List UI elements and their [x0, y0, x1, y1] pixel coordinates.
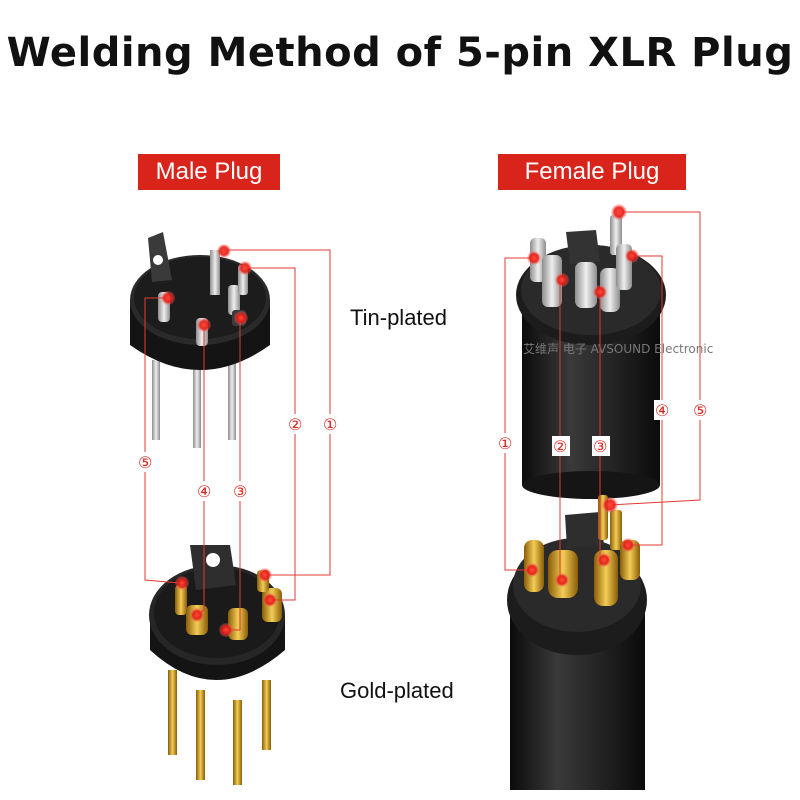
- solder-dot: [219, 623, 233, 637]
- female-tin-pin: [600, 268, 620, 312]
- solder-dot: [593, 285, 607, 299]
- pin-label-1: ①: [498, 434, 512, 453]
- pin-label-3: ③: [593, 437, 607, 456]
- tin-plated-caption: Tin-plated: [350, 305, 448, 330]
- male-tin-leg: [228, 360, 236, 440]
- pin-label-5: ⑤: [693, 401, 707, 420]
- solder-dot: [597, 553, 611, 567]
- pin-number-labels: ① ② ③ ④ ⑤ ① ② ③ ④ ⑤: [137, 400, 710, 501]
- female-tin-pin: [542, 255, 562, 307]
- pin-label-3: ③: [233, 482, 247, 501]
- solder-dot: [217, 244, 231, 258]
- solder-dot: [602, 497, 618, 513]
- solder-dot: [555, 573, 569, 587]
- male-gold-leg: [196, 690, 205, 780]
- solder-points: [161, 204, 639, 637]
- male-gold-pin: [175, 585, 187, 615]
- pin-label-4: ④: [197, 482, 211, 501]
- solder-dot: [611, 204, 627, 220]
- female-gold-pin: [610, 510, 622, 550]
- line-pin-1: [504, 257, 534, 571]
- pin-label-2: ②: [288, 415, 302, 434]
- solder-dot: [234, 311, 248, 325]
- male-tin-leg: [193, 368, 201, 448]
- solder-dot: [625, 249, 639, 263]
- male-gold-leg: [262, 680, 271, 750]
- male-gold-pin: [228, 608, 248, 640]
- male-gold-tab: [190, 545, 236, 590]
- line-pin-5: [609, 211, 701, 506]
- line-pin-5: [144, 297, 181, 584]
- solder-dot: [197, 318, 211, 332]
- solder-dot: [238, 261, 252, 275]
- line-pin-1: [226, 249, 331, 576]
- solder-dot: [161, 291, 175, 305]
- pin-label-1: ①: [323, 415, 337, 434]
- solder-dot: [190, 608, 204, 622]
- solder-dot: [258, 568, 272, 582]
- solder-dot: [621, 538, 635, 552]
- male-plug-tag: Male Plug: [138, 154, 280, 190]
- pin-label-4: ④: [655, 401, 669, 420]
- solder-dot: [555, 273, 569, 287]
- page-title: Welding Method of 5-pin XLR Plug: [6, 30, 794, 76]
- female-tin-connector: 艾维声 电子 AVSOUND Electronic: [516, 215, 713, 499]
- male-gold-connector: [149, 545, 285, 785]
- solder-dot: [263, 593, 277, 607]
- solder-dot: [175, 576, 189, 590]
- watermark-text: 艾维声 电子 AVSOUND Electronic: [523, 342, 713, 356]
- female-tin-pin: [575, 262, 597, 308]
- pin-label-2: ②: [553, 437, 567, 456]
- male-gold-leg: [233, 700, 242, 785]
- gold-plated-caption: Gold-plated: [340, 678, 454, 703]
- male-tin-pin: [210, 250, 220, 295]
- pin-label-5: ⑤: [138, 453, 152, 472]
- male-tin-pin: [228, 285, 240, 315]
- male-gold-leg: [168, 670, 177, 755]
- male-tin-leg: [152, 360, 160, 440]
- female-plug-tag: Female Plug: [498, 154, 686, 190]
- solder-dot: [527, 251, 541, 265]
- solder-dot: [525, 563, 539, 577]
